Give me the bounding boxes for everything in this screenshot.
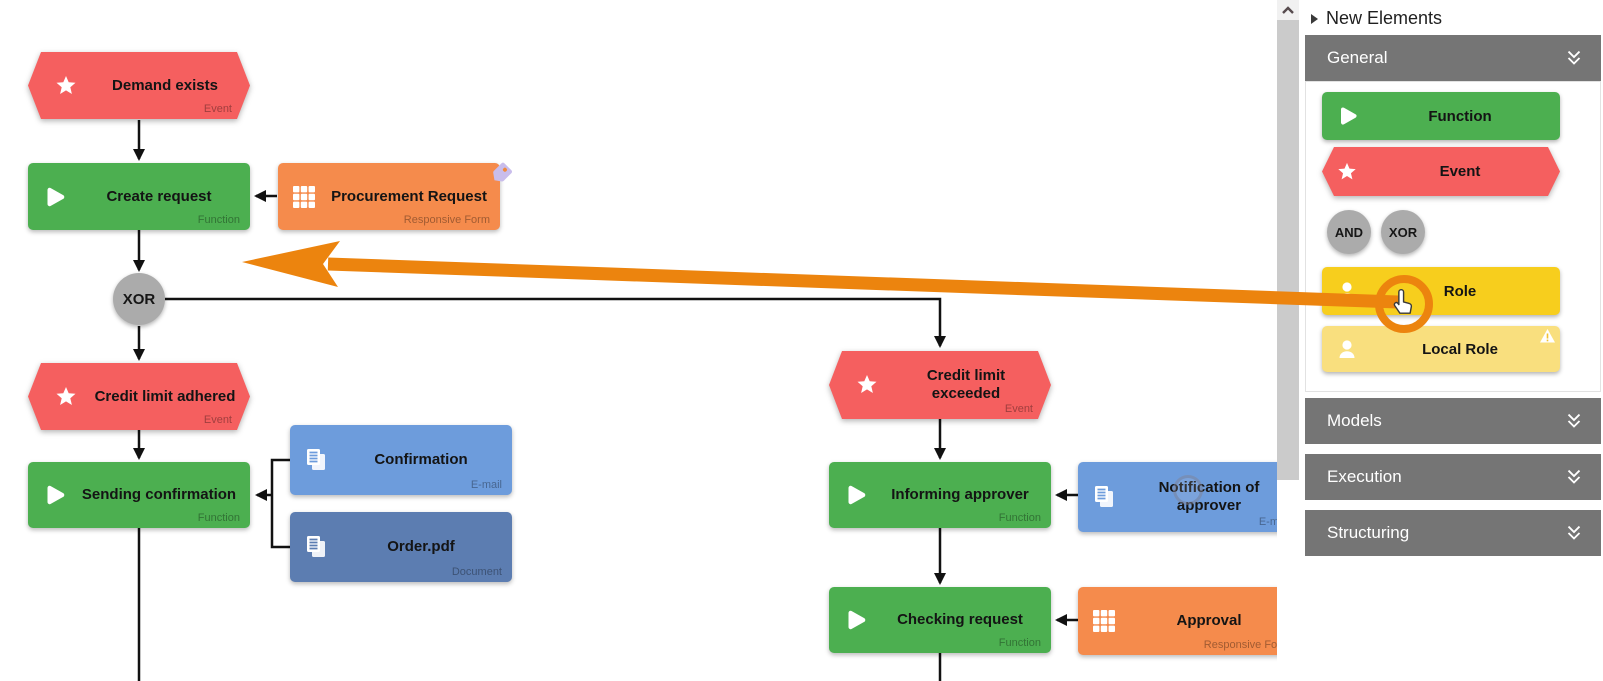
- section-header-structuring[interactable]: Structuring: [1305, 510, 1601, 556]
- node-title: Create request: [106, 187, 212, 205]
- node-title: Informing approver: [891, 486, 1029, 503]
- person-icon: [1322, 279, 1372, 303]
- document-icon: [1078, 483, 1130, 511]
- node-document-order-pdf[interactable]: Order.pdf Document: [290, 512, 512, 582]
- diagram-canvas[interactable]: Demand exists Event Create request Funct…: [0, 0, 1277, 681]
- node-type-label: Function: [998, 637, 1041, 649]
- node-type-label: Responsive Form: [403, 214, 490, 226]
- double-chevron-icon: [1567, 525, 1581, 540]
- node-form-approval[interactable]: Approval Responsive Form: [1078, 587, 1277, 655]
- palette-item-function[interactable]: Function: [1322, 92, 1560, 140]
- palette-item-local-role[interactable]: Local Role: [1322, 326, 1560, 372]
- warning-icon: [1540, 329, 1555, 343]
- chevron-up-icon: [1282, 6, 1294, 14]
- node-type-label: Function: [197, 214, 240, 226]
- grid-icon: [278, 184, 330, 210]
- palette-item-label: XOR: [1388, 224, 1418, 240]
- node-function-checking-request[interactable]: Checking request Function: [829, 587, 1051, 653]
- node-type-label: E-mail: [470, 479, 502, 491]
- palette-item-label: Event: [1439, 163, 1481, 180]
- vertical-scrollbar[interactable]: [1277, 0, 1299, 681]
- gateway-xor[interactable]: XOR: [113, 273, 165, 325]
- palette-item-label: AND: [1334, 224, 1364, 240]
- panel-header[interactable]: New Elements: [1311, 8, 1442, 29]
- palette-item-label: Role: [1443, 282, 1477, 300]
- node-type-label: Event: [203, 414, 232, 426]
- scroll-up-button[interactable]: [1277, 0, 1299, 20]
- star-icon: [28, 74, 92, 98]
- star-icon: [28, 385, 92, 409]
- node-type-label: Function: [197, 512, 240, 524]
- node-type-label: E-mail: [1258, 516, 1277, 528]
- palette-item-label: Local Role: [1422, 340, 1498, 358]
- node-type-label: Event: [1004, 403, 1033, 415]
- panel-title: New Elements: [1326, 8, 1443, 28]
- node-title: Sending confirmation: [81, 486, 237, 503]
- node-title: Approval: [1176, 612, 1242, 629]
- play-icon: [829, 482, 881, 508]
- collapse-triangle-icon: [1311, 13, 1318, 24]
- node-event-credit-limit-adhered[interactable]: Credit limit adhered Event: [28, 363, 250, 430]
- node-function-sending-confirmation[interactable]: Sending confirmation Function: [28, 462, 250, 528]
- click-ripple-indicator: [1173, 475, 1203, 505]
- play-icon: [829, 607, 881, 633]
- node-type-label: Event: [203, 103, 232, 115]
- gateway-label: XOR: [122, 290, 156, 308]
- person-icon: [1322, 337, 1372, 361]
- node-event-credit-limit-exceeded[interactable]: Credit limit exceeded Event: [829, 351, 1051, 419]
- node-function-informing-approver[interactable]: Informing approver Function: [829, 462, 1051, 528]
- palette-item-and[interactable]: AND: [1327, 210, 1371, 254]
- palette-item-event[interactable]: Event: [1322, 147, 1560, 196]
- document-icon: [290, 446, 342, 474]
- palette-item-xor[interactable]: XOR: [1381, 210, 1425, 254]
- document-icon: [290, 533, 342, 561]
- grid-icon: [1078, 608, 1130, 634]
- star-icon: [829, 373, 893, 397]
- play-icon: [28, 184, 80, 210]
- node-event-demand-exists[interactable]: Demand exists Event: [28, 52, 250, 119]
- node-type-label: Responsive Form: [1203, 639, 1277, 651]
- double-chevron-icon: [1567, 469, 1581, 484]
- node-title: Procurement Request: [331, 187, 487, 205]
- section-label: Models: [1327, 411, 1382, 430]
- node-title: Demand exists: [112, 76, 218, 94]
- node-title: Notification of approver: [1158, 479, 1260, 514]
- new-elements-panel: New Elements General Function Event AND …: [1299, 0, 1603, 681]
- node-document-confirmation[interactable]: Confirmation E-mail: [290, 425, 512, 495]
- node-title: Checking request: [897, 611, 1023, 628]
- section-label: Execution: [1327, 467, 1402, 486]
- node-title: Order.pdf: [387, 538, 455, 555]
- section-label: Structuring: [1327, 523, 1410, 542]
- section-header-models[interactable]: Models: [1305, 398, 1601, 444]
- node-title: Credit limit exceeded: [926, 367, 1006, 402]
- node-type-label: Document: [451, 566, 502, 578]
- palette-item-role[interactable]: Role: [1322, 267, 1560, 315]
- node-function-create-request[interactable]: Create request Function: [28, 163, 250, 230]
- tag-badge-icon[interactable]: [482, 155, 514, 189]
- section-label: General: [1327, 48, 1388, 67]
- play-icon: [28, 482, 80, 508]
- play-icon: [1322, 104, 1372, 128]
- node-type-label: Function: [998, 512, 1041, 524]
- palette-item-label: Function: [1428, 107, 1492, 125]
- node-form-procurement-request[interactable]: Procurement Request Responsive Form: [278, 163, 500, 230]
- double-chevron-icon: [1567, 50, 1581, 65]
- star-icon: [1322, 161, 1372, 183]
- section-header-general[interactable]: General: [1305, 35, 1601, 81]
- double-chevron-icon: [1567, 413, 1581, 428]
- node-title: Credit limit adhered: [94, 387, 236, 405]
- scrollbar-thumb[interactable]: [1277, 20, 1299, 480]
- section-header-execution[interactable]: Execution: [1305, 454, 1601, 500]
- node-title: Confirmation: [374, 451, 468, 468]
